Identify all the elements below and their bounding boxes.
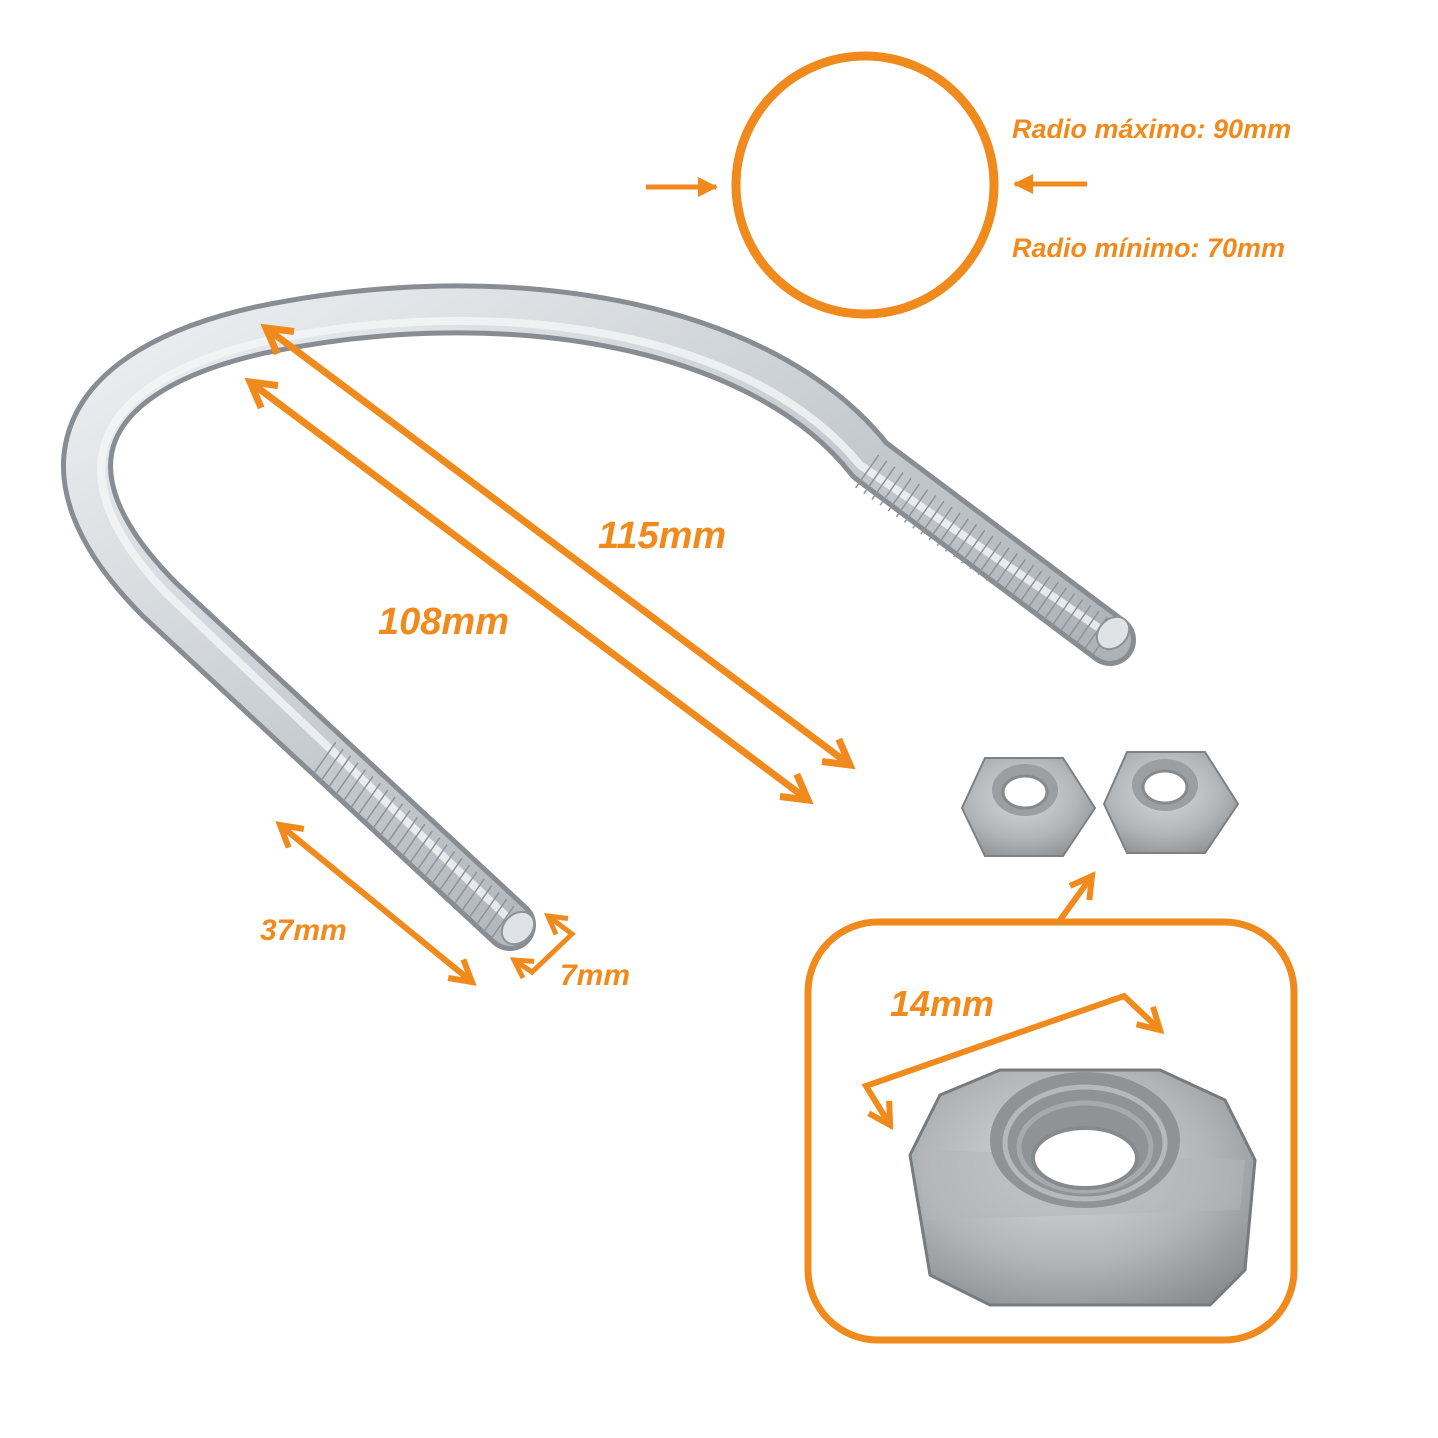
u-bolt-icon xyxy=(61,283,1136,951)
hex-nut-large-icon xyxy=(908,1068,1257,1307)
length-inner-label: 108mm xyxy=(378,601,509,643)
hex-nut-icon xyxy=(1102,751,1240,854)
hex-nut-icon xyxy=(960,757,1097,857)
length-inner-arrow xyxy=(244,377,814,805)
thread-length-arrow xyxy=(275,821,477,986)
nut-width-bracket xyxy=(861,992,1165,1131)
thread-right xyxy=(853,453,1117,657)
rod-diameter-bracket xyxy=(509,912,576,980)
nut-width-label: 14mm xyxy=(890,983,994,1024)
radius-max-label: Radio máximo: 90mm xyxy=(1012,114,1291,144)
thread-left xyxy=(306,740,519,940)
pipe-circle-icon xyxy=(646,51,1087,319)
radius-min-label: Radio mínimo: 70mm xyxy=(1012,233,1285,263)
thread-length-label: 37mm xyxy=(260,914,347,947)
length-outer-label: 115mm xyxy=(598,515,726,557)
rod-diameter-label: 7mm xyxy=(560,959,630,992)
callout-connector xyxy=(1057,871,1096,922)
